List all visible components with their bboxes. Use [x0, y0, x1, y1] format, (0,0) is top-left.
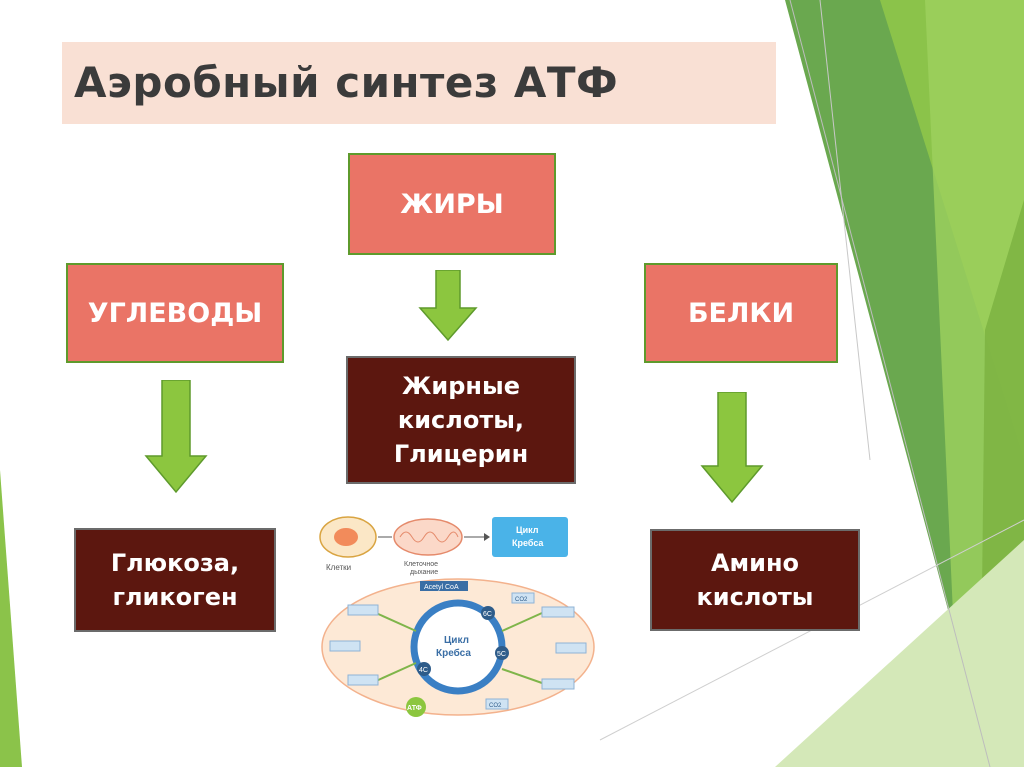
glucose-box: Глюкоза, гликоген	[74, 528, 276, 632]
fatty-acids-line2: кислоты,	[397, 406, 525, 434]
glucose-line1: Глюкоза,	[110, 549, 240, 577]
proteins-label: БЕЛКИ	[687, 297, 795, 329]
respiration-caption-2: дыхание	[410, 569, 438, 576]
cycle-tag-1: Цикл	[516, 525, 539, 535]
cycle-center-2: Кребса	[436, 647, 471, 659]
amino-acids-box: Амино кислоты	[650, 529, 860, 631]
fatty-acids-box: Жирные кислоты, Глицерин	[346, 356, 576, 484]
amino-line2: кислоты	[696, 583, 814, 611]
proteins-box: БЕЛКИ	[644, 263, 838, 363]
arrow-down-icon	[144, 380, 208, 494]
amino-line1: Амино	[710, 549, 800, 577]
carbs-label: УГЛЕВОДЫ	[87, 297, 263, 329]
fats-box: ЖИРЫ	[348, 153, 556, 255]
atp-label: АТФ	[407, 705, 422, 712]
cycle-center-1: Цикл	[444, 635, 469, 646]
title-bar: Аэробный синтез АТФ	[62, 42, 776, 124]
cells-caption: Клетки	[326, 563, 351, 572]
fats-label: ЖИРЫ	[400, 188, 504, 220]
fatty-acids-line3: Глицерин	[393, 440, 529, 468]
node-6c: 6C	[483, 611, 492, 618]
co2-label: CO2	[515, 597, 528, 603]
node-4c: 4C	[419, 667, 428, 674]
carbs-box: УГЛЕВОДЫ	[66, 263, 284, 363]
krebs-cycle-illustration: Клетки Клеточное дыхание Цикл Кребса Ace…	[319, 516, 595, 717]
page-title: Аэробный синтез АТФ	[74, 58, 619, 107]
node-5c: 5C	[497, 651, 506, 658]
fatty-acids-line1: Жирные	[402, 372, 520, 400]
co2-label: CO2	[489, 703, 502, 709]
arrow-down-icon	[418, 270, 478, 342]
respiration-caption-1: Клеточное	[404, 561, 438, 568]
acetyl-coa-label: Acetyl CoA	[424, 584, 459, 591]
cycle-tag-2: Кребса	[512, 538, 544, 548]
glucose-line2: гликоген	[112, 583, 238, 611]
arrow-down-icon	[700, 392, 764, 504]
